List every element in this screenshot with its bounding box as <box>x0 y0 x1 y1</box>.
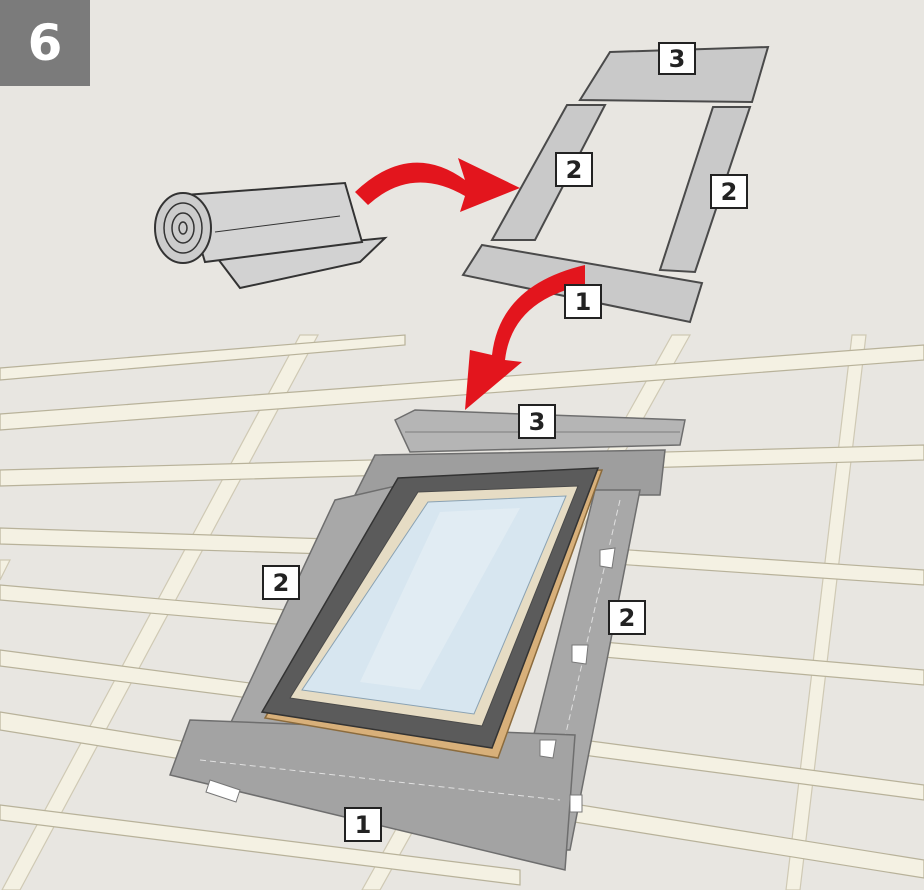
svg-text:1: 1 <box>355 811 372 839</box>
arrows <box>355 158 585 410</box>
svg-text:2: 2 <box>721 178 738 206</box>
strip-right <box>658 106 752 274</box>
svg-text:1: 1 <box>575 288 592 316</box>
label-strip-bottom: 1 <box>564 284 602 319</box>
svg-text:3: 3 <box>669 45 686 73</box>
label-strip-left: 2 <box>555 152 593 187</box>
batten-brackets <box>205 547 616 813</box>
label-strip-top: 3 <box>658 42 696 75</box>
svg-text:2: 2 <box>619 604 636 632</box>
label-installed-right: 2 <box>608 600 646 635</box>
membrane-roll <box>154 181 388 290</box>
step-number-badge: 6 <box>0 0 90 86</box>
arrow-roll-to-strips <box>355 158 520 212</box>
arrow-strips-to-roof <box>465 265 585 410</box>
svg-text:2: 2 <box>273 569 290 597</box>
svg-text:2: 2 <box>566 156 583 184</box>
roof-window <box>260 467 604 759</box>
strip-left <box>490 104 607 241</box>
label-installed-left: 2 <box>262 565 300 600</box>
label-installed-top: 3 <box>518 404 556 439</box>
label-strip-right: 2 <box>710 174 748 209</box>
label-installed-bottom: 1 <box>344 807 382 842</box>
svg-text:3: 3 <box>529 408 546 436</box>
